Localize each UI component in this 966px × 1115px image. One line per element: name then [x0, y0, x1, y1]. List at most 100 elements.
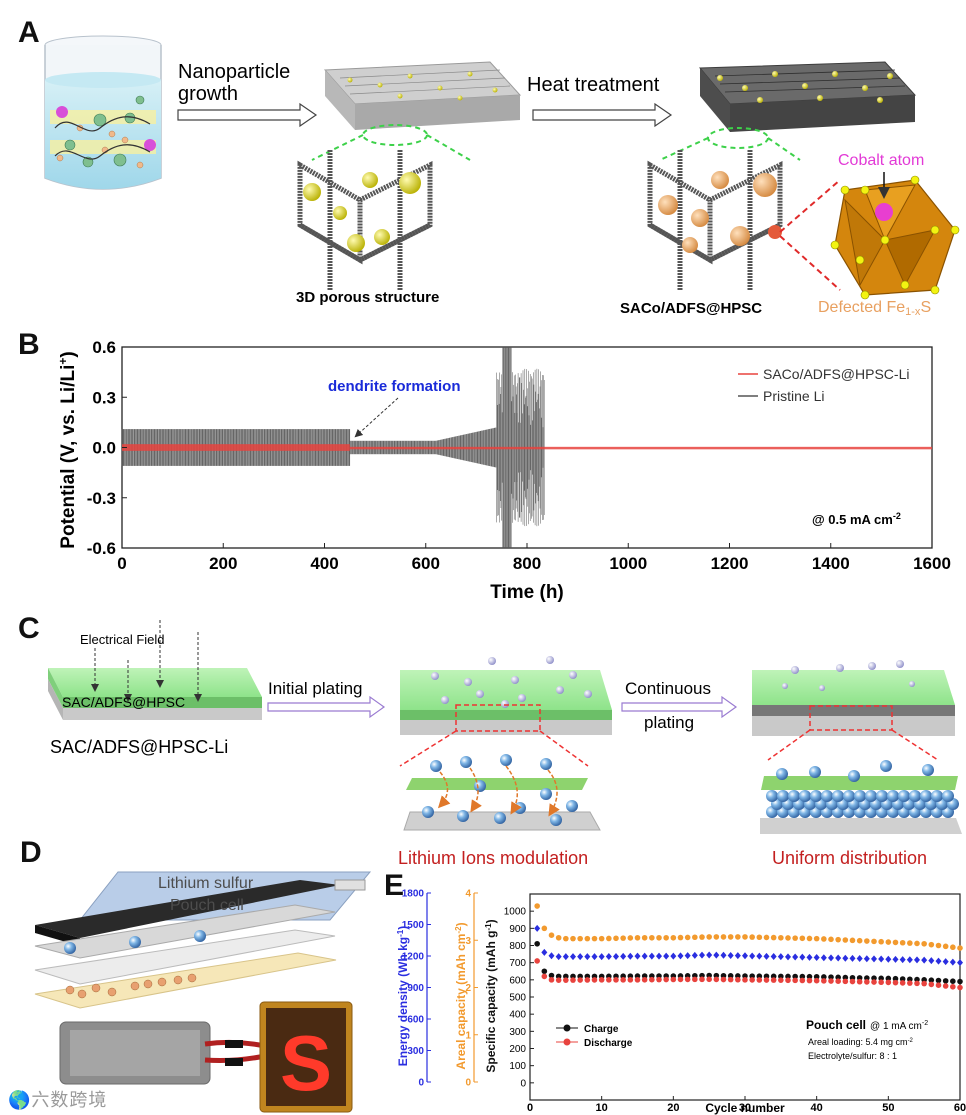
- point-3-57: [936, 982, 942, 988]
- point-3-15: [635, 977, 641, 983]
- panel-letter-c: C: [18, 612, 40, 645]
- beaker-illustration: [45, 36, 161, 189]
- point-3-13: [620, 977, 626, 983]
- point-0-26: [714, 934, 720, 940]
- point-0-30: [742, 934, 748, 940]
- arrow2-label-b: plating: [644, 713, 694, 732]
- note-line2: Electrolyte/sulfur: 8 : 1: [808, 1051, 897, 1061]
- point-3-26: [714, 977, 720, 983]
- pouch-label-2: Pouch cell: [170, 897, 244, 914]
- point-0-39: [807, 936, 813, 942]
- point-0-18: [656, 935, 662, 941]
- point-3-24: [699, 977, 705, 983]
- pouch-label-1: Lithium sulfur: [158, 875, 254, 892]
- point-3-20: [671, 977, 677, 983]
- point-0-14: [628, 935, 634, 941]
- point-3-58: [943, 983, 949, 989]
- e-y-tick-label-1: 100: [509, 1061, 526, 1072]
- porous-sheet-before: [312, 62, 520, 160]
- point-0-11: [606, 936, 612, 942]
- point-3-47: [864, 979, 870, 985]
- point-3-34: [771, 977, 777, 983]
- point-3-7: [577, 977, 583, 983]
- point-3-28: [728, 977, 734, 983]
- porous-framework-left: [300, 150, 430, 290]
- watermark: 🌎六数跨境: [8, 1086, 107, 1112]
- e-x-tick-label-4: 40: [811, 1102, 823, 1114]
- x-tick-label-7: 1400: [812, 554, 850, 573]
- point-3-50: [886, 980, 892, 986]
- legend-label-charge: Charge: [584, 1024, 619, 1035]
- point-0-16: [642, 935, 648, 941]
- e-left-tick-label-0: 0: [418, 1078, 424, 1089]
- point-0-29: [735, 934, 741, 940]
- point-3-30: [742, 977, 748, 983]
- led-letter: S: [280, 1019, 332, 1107]
- e-x-tick-label-0: 0: [527, 1102, 533, 1114]
- point-3-44: [843, 979, 849, 985]
- point-3-27: [721, 977, 727, 983]
- point-0-57: [936, 943, 942, 949]
- e-y-tick-label-7: 700: [509, 958, 526, 969]
- point-0-36: [785, 935, 791, 941]
- point-0-5: [563, 936, 569, 942]
- point-3-53: [907, 980, 913, 986]
- point-2-58: [943, 978, 949, 984]
- stacked-ion-45: [887, 790, 899, 802]
- y-tick-label-1: 0.3: [92, 388, 116, 407]
- panel-d: D Lithium sulfur Pouch cell: [20, 836, 370, 1112]
- y-tick-label-0: 0.6: [92, 338, 116, 357]
- chart-e-ylabel-right: Specific capacity (mAh g-1): [484, 919, 498, 1072]
- point-3-2: [542, 974, 548, 980]
- point-0-55: [921, 941, 927, 947]
- annotation-dendrite: dendrite formation: [328, 378, 461, 395]
- point-3-43: [835, 978, 841, 984]
- point-3-16: [642, 977, 648, 983]
- condition-label: @ 0.5 mA cm-2: [812, 511, 901, 527]
- point-3-48: [871, 979, 877, 985]
- point-0-35: [778, 935, 784, 941]
- point-3-25: [706, 977, 712, 983]
- point-0-59: [950, 944, 956, 950]
- panel-letter-a: A: [18, 16, 40, 49]
- point-0-44: [843, 937, 849, 943]
- legend-label-pristine: Pristine Li: [763, 388, 824, 404]
- e-y-tick-label-9: 900: [509, 924, 526, 935]
- y-tick-label-2: 0.0: [92, 439, 116, 458]
- point-3-17: [649, 977, 655, 983]
- point-3-9: [592, 977, 598, 983]
- electrical-field-label: Electrical Field: [80, 632, 165, 647]
- film-label: SAC/ADFS@HPSC: [62, 694, 185, 710]
- x-tick-label-3: 600: [412, 554, 440, 573]
- point-0-42: [828, 937, 834, 943]
- stacked-ion-34: [766, 790, 778, 802]
- e-y-tick-label-5: 500: [509, 993, 526, 1004]
- point-3-23: [692, 977, 698, 983]
- point-0-34: [771, 935, 777, 941]
- point-0-56: [929, 942, 935, 948]
- point-0-13: [620, 935, 626, 941]
- x-tick-label-4: 800: [513, 554, 541, 573]
- point-3-49: [878, 979, 884, 985]
- point-2-1: [534, 941, 540, 947]
- crystal-structure: [831, 172, 959, 299]
- e-y-tick-label-10: 1000: [504, 907, 527, 918]
- point-0-10: [599, 936, 605, 942]
- e-x-tick-label-1: 10: [596, 1102, 608, 1114]
- point-0-43: [835, 937, 841, 943]
- point-0-31: [749, 934, 755, 940]
- stacked-ion-35: [777, 790, 789, 802]
- stacked-ion-39: [821, 790, 833, 802]
- point-0-50: [886, 939, 892, 945]
- point-0-41: [821, 936, 827, 942]
- caption-modulation: Lithium Ions modulation: [398, 848, 588, 868]
- stacked-ion-36: [788, 790, 800, 802]
- point-3-31: [749, 977, 755, 983]
- uniform-distribution-diagram: [760, 760, 962, 834]
- point-0-28: [728, 934, 734, 940]
- arrow2-label-a: Continuous: [625, 679, 711, 698]
- point-0-60: [957, 945, 963, 951]
- chart-e-ylabel-left: Energy density (Wh kg-1): [396, 926, 410, 1066]
